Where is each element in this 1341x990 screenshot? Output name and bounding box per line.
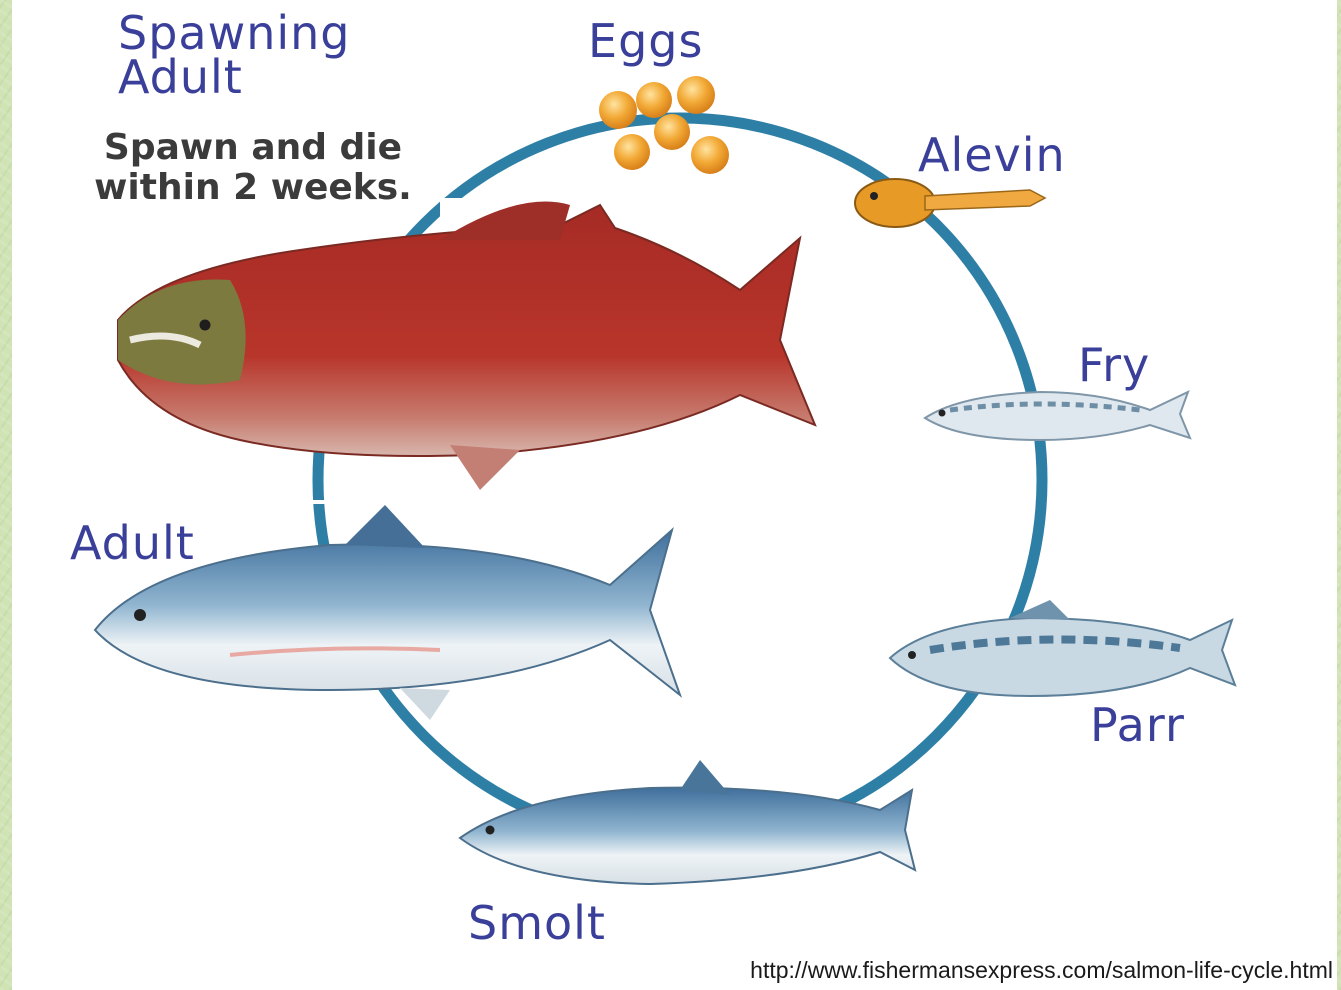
fry-fish-icon bbox=[925, 392, 1190, 440]
eggs-cluster-icon bbox=[599, 76, 729, 174]
smolt-fish-icon bbox=[460, 760, 915, 884]
parr-label: Parr bbox=[1090, 702, 1185, 748]
source-url[interactable]: http://www.fishermansexpress.com/salmon-… bbox=[750, 957, 1333, 984]
adult-label: Adult bbox=[70, 520, 195, 566]
eggs-label: Eggs bbox=[588, 18, 703, 64]
spawning-adult-label: Spawning Adult bbox=[118, 12, 351, 99]
parr-fish-icon bbox=[890, 600, 1235, 696]
alevin-icon bbox=[855, 179, 1045, 227]
alevin-label: Alevin bbox=[918, 132, 1066, 178]
smolt-label: Smolt bbox=[468, 900, 606, 946]
spawning-note: Spawn and die within 2 weeks. bbox=[78, 128, 428, 207]
spawning-adult-fish-icon bbox=[118, 198, 840, 498]
fry-label: Fry bbox=[1078, 342, 1150, 388]
